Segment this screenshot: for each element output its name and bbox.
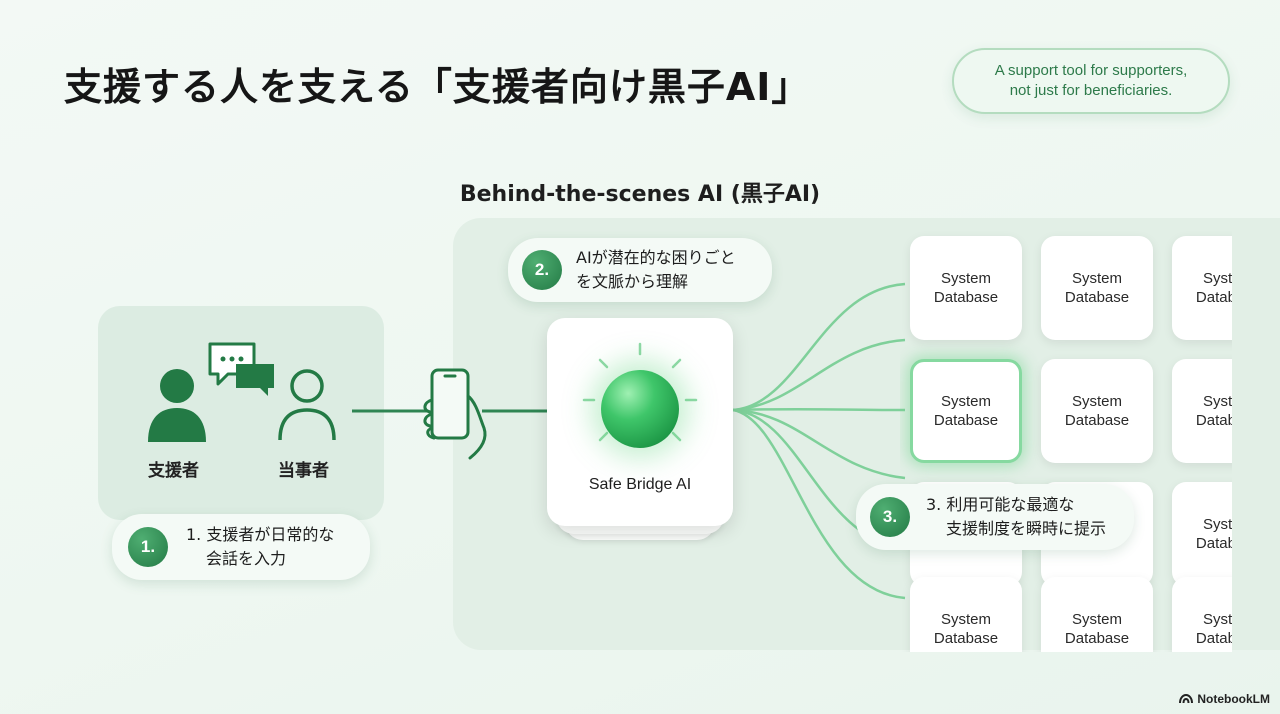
tagline-line-1: A support tool for supporters,	[994, 62, 1188, 79]
notebooklm-watermark: NotebookLM	[1179, 692, 1270, 706]
safe-bridge-ai-label: Safe Bridge AI	[588, 476, 692, 493]
watermark-text: NotebookLM	[1197, 692, 1270, 706]
smartphone-hand-icon	[423, 368, 487, 460]
card-face: Safe Bridge AI	[547, 318, 733, 526]
step-1-number: 1.	[128, 527, 168, 567]
client-person-icon	[278, 369, 336, 441]
supporter-label: 支援者	[148, 461, 199, 481]
step-3-pill: 3. 3. 利用可能な最適な 支援制度を瞬時に提示	[856, 484, 1134, 550]
client-label: 当事者	[278, 461, 329, 481]
step-3-line-2: 支援制度を瞬時に提示	[946, 519, 1107, 538]
supporter-person-icon	[148, 369, 206, 442]
step-3-number: 3.	[870, 497, 910, 537]
tagline-line-2: not just for beneficiaries.	[1009, 82, 1173, 99]
step-2-line-1: AIが潜在的な困りごと	[576, 248, 736, 267]
glow-rays-icon	[582, 342, 698, 442]
slide-title: 支援する人を支える「支援者向け黒子AI」	[64, 65, 811, 109]
step-2-pill: 2. AIが潜在的な困りごと を文脈から理解	[508, 238, 772, 302]
tagline-badge: A support tool for supporters, not just …	[952, 48, 1230, 114]
step-2-line-2: を文脈から理解	[576, 272, 689, 291]
step-1-pill: 1. 1. 支援者が日常的な 会話を入力	[112, 514, 370, 580]
diagram-subtitle: Behind-the-scenes AI (黒子AI)	[459, 182, 821, 207]
step-1-line-1: 1. 支援者が日常的な	[186, 525, 335, 544]
step-3-line-1: 3. 利用可能な最適な	[926, 495, 1075, 514]
notebooklm-logo-icon	[1179, 694, 1194, 704]
safe-bridge-ai-card: Safe Bridge AI	[547, 318, 733, 540]
step-1-line-2: 会話を入力	[206, 549, 287, 568]
step-2-number: 2.	[522, 250, 562, 290]
glow-orb-icon	[601, 370, 679, 448]
conversation-panel	[98, 306, 384, 520]
chat-bubbles-icon	[208, 342, 274, 396]
